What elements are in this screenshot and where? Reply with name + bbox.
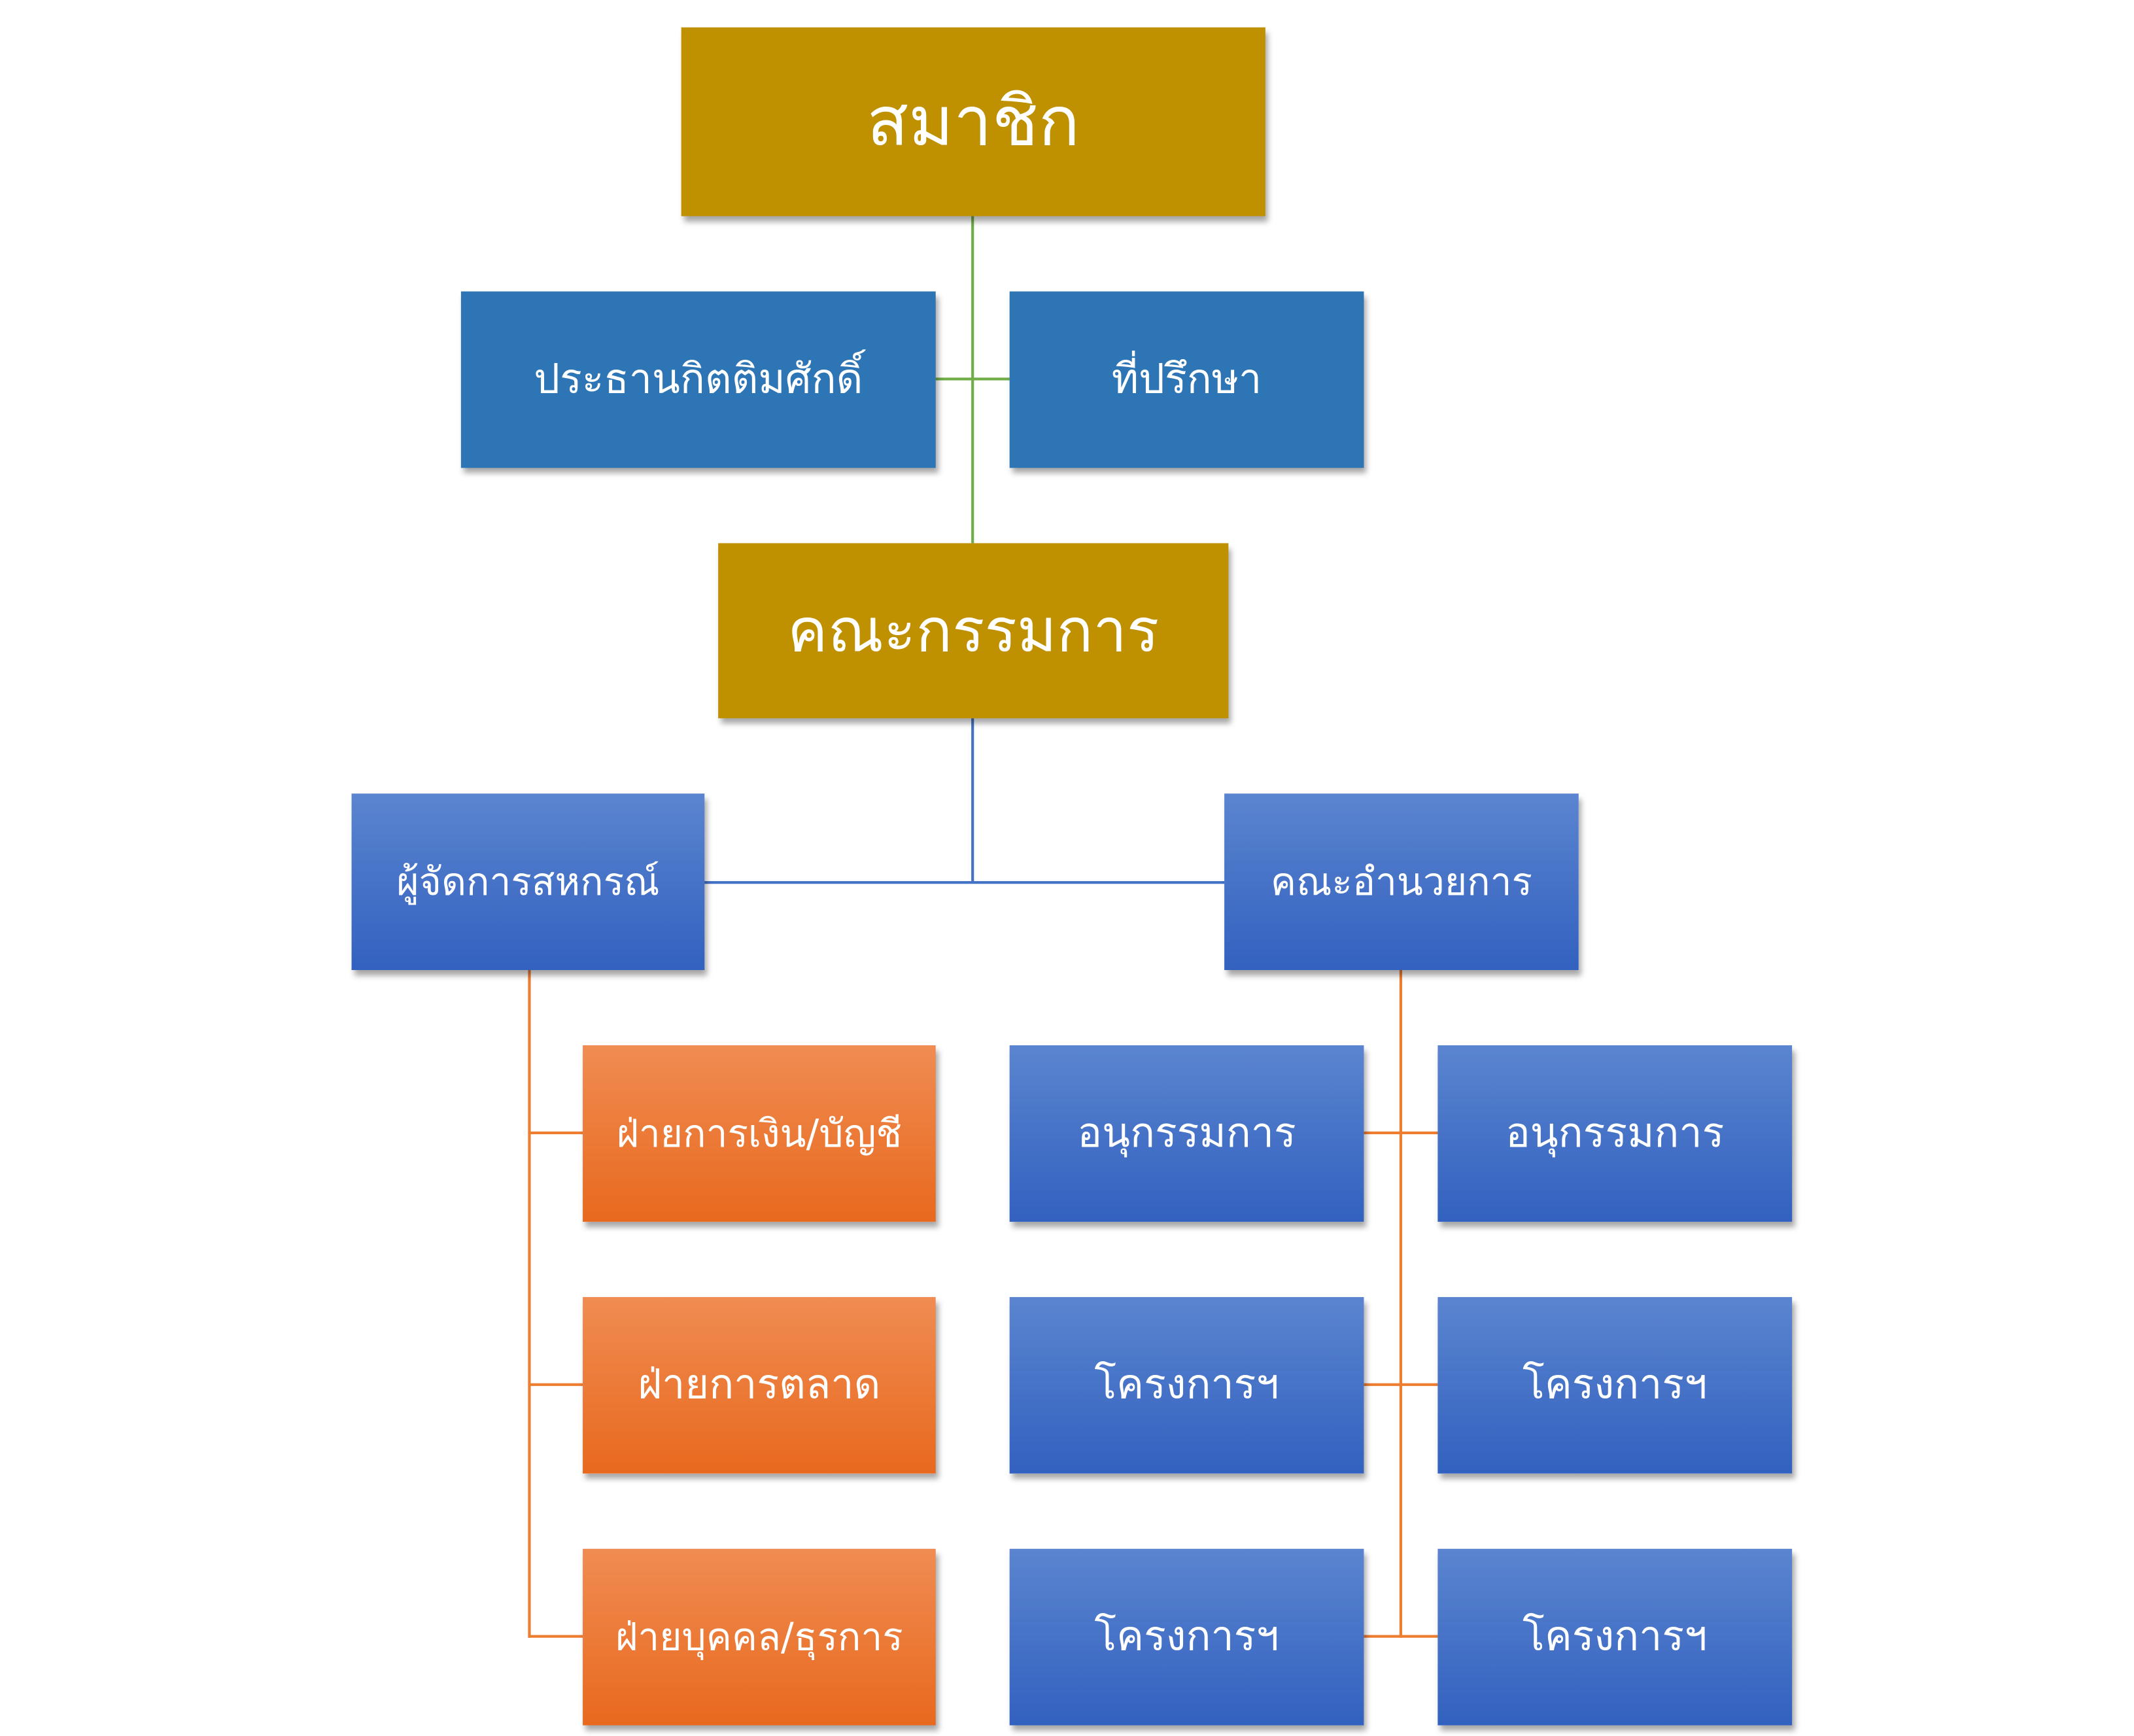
department-box: ฝ่ายการตลาด (583, 1296, 936, 1474)
connector-line (1399, 970, 1402, 1638)
board-box: คณะกรรมการ (718, 543, 1229, 719)
connector-line (528, 970, 531, 1638)
connector-line (1364, 1635, 1438, 1638)
unit-box: โครงการฯ (1009, 1296, 1364, 1474)
unit-box: อนุกรรมการ (1437, 1045, 1793, 1222)
unit-box: อนุกรรมการ (1009, 1045, 1364, 1222)
unit-box: โครงการฯ (1437, 1296, 1793, 1474)
executive-committee-box: คณะอำนวยการ (1224, 793, 1579, 971)
unit-box: โครงการฯ (1009, 1548, 1364, 1726)
honorary-chair-box: ประธานกิตติมศักดิ์ (460, 291, 936, 468)
connector-line (971, 718, 974, 883)
connector-line (528, 1131, 583, 1135)
connector-line (528, 1383, 583, 1386)
connector-line (528, 1635, 583, 1638)
advisor-box: ที่ปรึกษา (1009, 291, 1364, 468)
department-box: ฝ่ายการเงิน/บัญชี (583, 1045, 936, 1222)
manager-box: ผู้จัดการสหกรณ์ (351, 793, 705, 971)
connector-line (1364, 1131, 1438, 1135)
connector-line (935, 377, 1010, 381)
members-box: สมาชิก (681, 27, 1265, 217)
unit-box: โครงการฯ (1437, 1548, 1793, 1726)
connector-line (704, 881, 1225, 884)
connector-line (1364, 1383, 1438, 1386)
department-box: ฝ่ายบุคคล/ธุรการ (583, 1548, 936, 1726)
